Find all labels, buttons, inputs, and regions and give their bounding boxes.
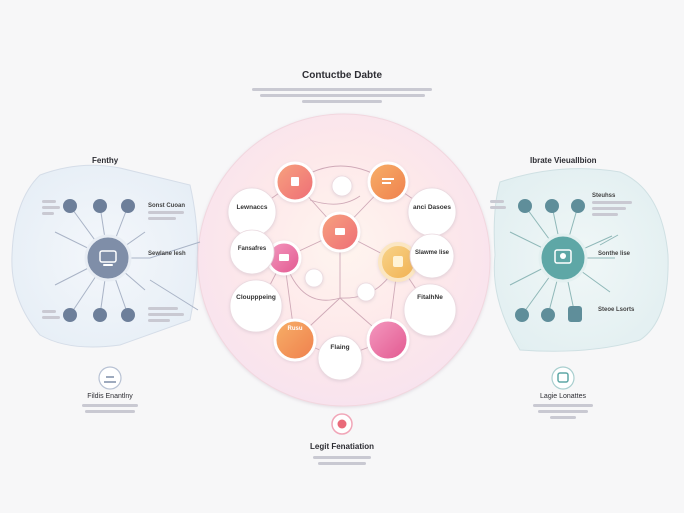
bottom-right-lines: [533, 404, 593, 422]
bottom-left-lines: [82, 404, 138, 416]
right-label-tl-lines: [490, 200, 510, 212]
left-label-top: Sonst Cuoan: [148, 203, 185, 209]
bottom-center-title: Legit Fenatiation: [310, 442, 374, 451]
bottom-right-icon: [551, 366, 575, 390]
bottom-center-lines: [312, 456, 372, 468]
node-bottom-left: [273, 318, 317, 362]
label-cloupppeing: Cloupppeing: [236, 294, 276, 301]
label-lewnaccs: Lewnaccs: [236, 204, 268, 211]
node-bottom-right: [366, 318, 410, 362]
page-title: Contuctbe Dabte: [302, 70, 382, 81]
label-fansafres: Fansafres: [237, 246, 267, 252]
label-fitaihne: FitalhNe: [417, 294, 443, 301]
header-subtitle-lines: [252, 88, 432, 106]
left-panel-title: Fenthy: [92, 156, 119, 165]
bottom-left-icon: [98, 366, 122, 390]
bottom-left-title: Fildis Enantlny: [87, 393, 133, 400]
header: Contuctbe Dabte: [0, 70, 684, 87]
node-icons: [279, 177, 403, 267]
right-label-top-lines: [592, 201, 632, 219]
bottom-right-title: Lagie Lonattes: [540, 393, 586, 400]
right-panel-title: Ibrate Vieuallbion: [530, 156, 597, 165]
right-satellites: [515, 199, 585, 322]
left-label-bottom-lines: [148, 307, 184, 325]
left-hub-icon: [99, 250, 117, 266]
label-rusu: Rusu: [287, 326, 303, 332]
label-slawme-lise: Slawme lise: [414, 250, 450, 256]
right-hub-icon: [554, 249, 572, 264]
left-hub: [84, 234, 132, 282]
left-satellites: [63, 199, 135, 322]
left-label-bl-lines: [42, 310, 62, 322]
left-label-mid: Sewlane lesh: [148, 251, 186, 257]
label-flaing: Flaing: [330, 344, 350, 351]
left-label-top-lines: [148, 211, 184, 223]
right-label-mid: Sonthe lise: [598, 251, 631, 257]
white-label-nodes: [227, 175, 457, 381]
right-label-bottom: Steoe Lsorts: [598, 307, 635, 313]
center-circle: [197, 113, 491, 407]
left-label-tl-lines: [42, 200, 62, 218]
right-label-top: Steuhss: [592, 193, 616, 199]
label-anci-dasoes: anci Dasoes: [413, 204, 451, 211]
